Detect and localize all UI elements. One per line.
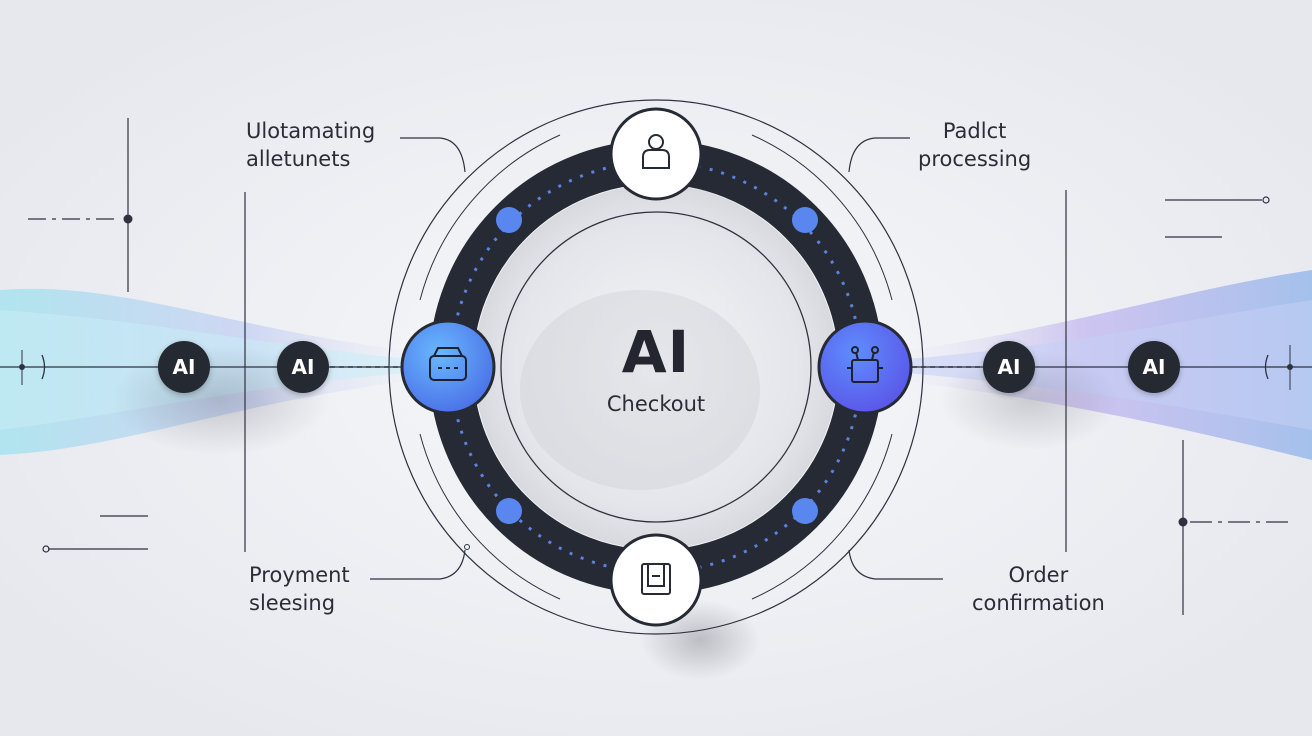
label-bottom-right-line-2: confirmation [972,591,1105,615]
label-top-left-line-2: alletunets [246,147,351,171]
center-subtitle: Checkout [606,392,706,416]
label-top-left: Ulotamating alletunets [246,117,375,173]
label-bottom-left-line-1: Proyment [249,563,350,587]
label-bottom-right-line-1: Order [1008,563,1069,587]
label-top-right-line-2: processing [918,147,1032,171]
ai-badge-4: AI [1128,341,1180,393]
right-node [817,319,913,415]
cart-icon [429,347,467,381]
left-node [400,319,496,415]
label-bottom-left: Proyment sleesing [249,561,350,617]
ai-badge-1: AI [158,341,210,393]
label-top-right: Padlct processing [918,117,1031,173]
label-top-right-line-1: Padlct [942,119,1007,143]
robot-icon [847,346,883,383]
shopping-bag-icon [641,563,671,595]
label-top-left-line-1: Ulotamating [246,119,376,143]
ai-badge-3: AI [983,341,1035,393]
label-bottom-left-line-2: sleesing [249,591,336,615]
ai-badge-2: AI [277,341,329,393]
top-node [609,107,703,201]
center-title: AI [621,318,691,386]
bottom-node [609,533,703,627]
label-bottom-right: Order confirmation [972,561,1105,617]
user-icon [642,134,670,169]
